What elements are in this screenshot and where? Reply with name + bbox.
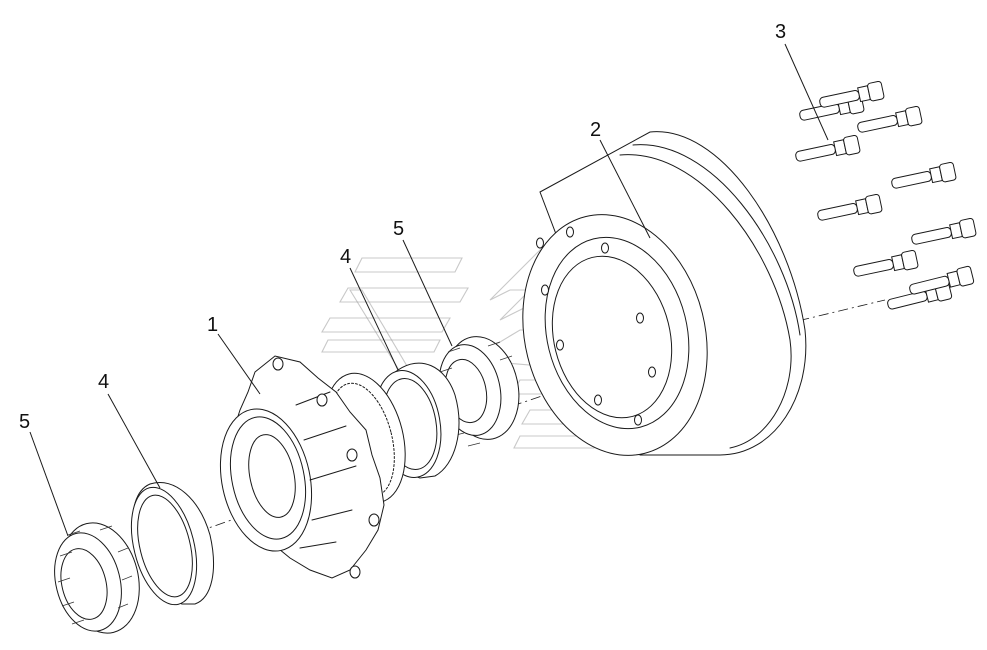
callout-outer-race-left: 4 — [98, 371, 109, 393]
brake-drum — [522, 131, 807, 456]
bolt — [891, 161, 957, 189]
callout-inner-bearing-right: 5 — [393, 218, 404, 240]
callout-outer-race-right: 4 — [340, 246, 351, 268]
bolt — [911, 217, 977, 245]
inner-bearing-left — [54, 522, 140, 634]
bolt — [819, 80, 885, 108]
bolt — [909, 265, 975, 295]
outer-race-left — [130, 482, 215, 606]
bolt — [857, 105, 923, 133]
bolt — [817, 193, 883, 221]
bolt — [853, 249, 919, 277]
wheel-hub — [219, 355, 385, 579]
callout-hub: 1 — [207, 314, 218, 336]
callout-drum: 2 — [590, 119, 601, 141]
leader-lines — [29, 43, 829, 537]
callout-inner-bearing-left: 5 — [19, 411, 30, 433]
inner-bearing-right — [437, 336, 520, 447]
bolt — [795, 134, 861, 162]
callout-bolts: 3 — [775, 21, 786, 43]
wheel-bolts — [795, 80, 977, 310]
